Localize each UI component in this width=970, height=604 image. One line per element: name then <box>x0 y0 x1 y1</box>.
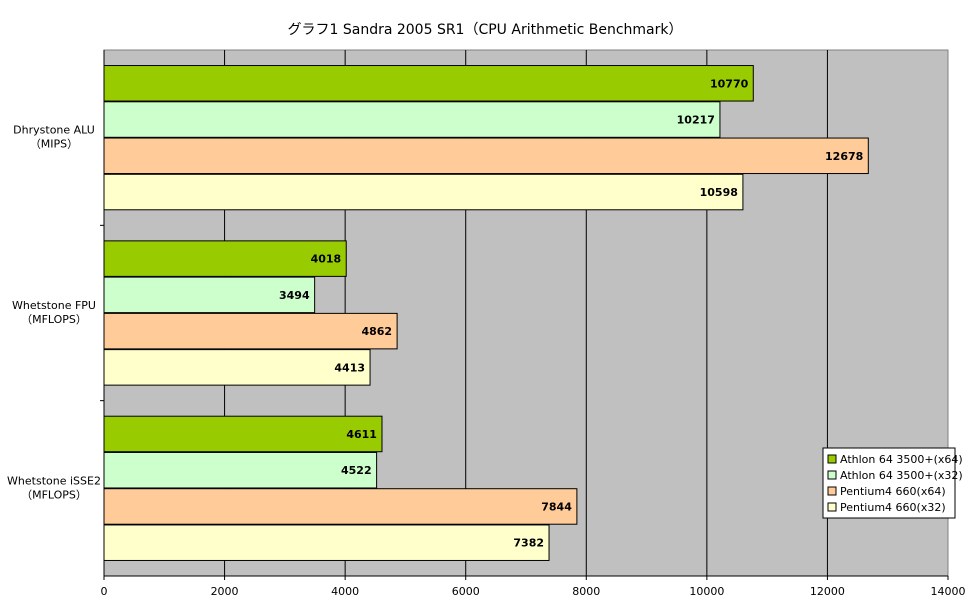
data-label-0-1: 10217 <box>677 114 715 127</box>
chart-title: グラフ1 Sandra 2005 SR1（CPU Arithmetic Benc… <box>288 22 683 38</box>
data-label-0-2: 12678 <box>825 150 863 163</box>
category-label-1-0: Whetstone FPU <box>12 299 96 312</box>
legend-swatch-3 <box>827 502 837 512</box>
bar-2-1 <box>103 451 378 489</box>
bar-1-3 <box>103 349 371 386</box>
legend-box <box>822 447 956 519</box>
data-label-1-0: 4018 <box>311 253 342 266</box>
bar-2-3 <box>103 524 550 561</box>
data-label-0-0: 10770 <box>710 77 749 90</box>
bar-0-1 <box>103 101 721 138</box>
x-tick-label-5: 10000 <box>689 585 724 598</box>
bar-1-1 <box>103 276 316 314</box>
category-label-2-0: Whetstone iSSE2 <box>7 474 101 487</box>
legend-label-2: Pentium4 660(x64) <box>840 485 946 498</box>
bar-1-2 <box>103 312 398 350</box>
x-tick-label-3: 6000 <box>452 585 480 598</box>
legend-swatch-2 <box>827 486 837 496</box>
category-label-2-1: （MFLOPS） <box>21 488 87 501</box>
data-label-0-3: 10598 <box>700 186 738 199</box>
data-label-1-3: 4413 <box>334 361 365 374</box>
x-tick-label-0: 0 <box>101 585 108 598</box>
category-label-0-1: （MIPS） <box>30 138 78 151</box>
data-label-1-1: 3494 <box>279 289 310 302</box>
x-tick-label-2: 4000 <box>331 585 359 598</box>
category-label-1-1: （MFLOPS） <box>21 313 87 326</box>
x-tick-label-6: 12000 <box>810 585 845 598</box>
bar-2-0 <box>103 415 383 453</box>
data-label-2-0: 4611 <box>346 428 377 441</box>
bar-0-3 <box>103 173 744 211</box>
data-label-2-2: 7844 <box>541 500 572 513</box>
bar-2-2 <box>103 488 578 525</box>
x-tick-label-1: 2000 <box>211 585 239 598</box>
legend-label-0: Athlon 64 3500+(x64) <box>840 453 963 466</box>
bar-0-2 <box>103 137 869 175</box>
bar-0-0 <box>103 65 754 102</box>
data-label-2-3: 7382 <box>513 537 544 550</box>
legend-label-3: Pentium4 660(x32) <box>840 501 946 514</box>
legend-swatch-1 <box>827 470 837 480</box>
x-tick-label-4: 8000 <box>572 585 600 598</box>
category-label-0-0: Dhrystone ALU <box>13 124 95 137</box>
data-label-2-1: 4522 <box>341 464 372 477</box>
legend-label-1: Athlon 64 3500+(x32) <box>840 469 963 482</box>
legend-swatch-0 <box>827 454 837 464</box>
data-label-1-2: 4862 <box>361 325 392 338</box>
x-tick-label-7: 14000 <box>931 585 966 598</box>
